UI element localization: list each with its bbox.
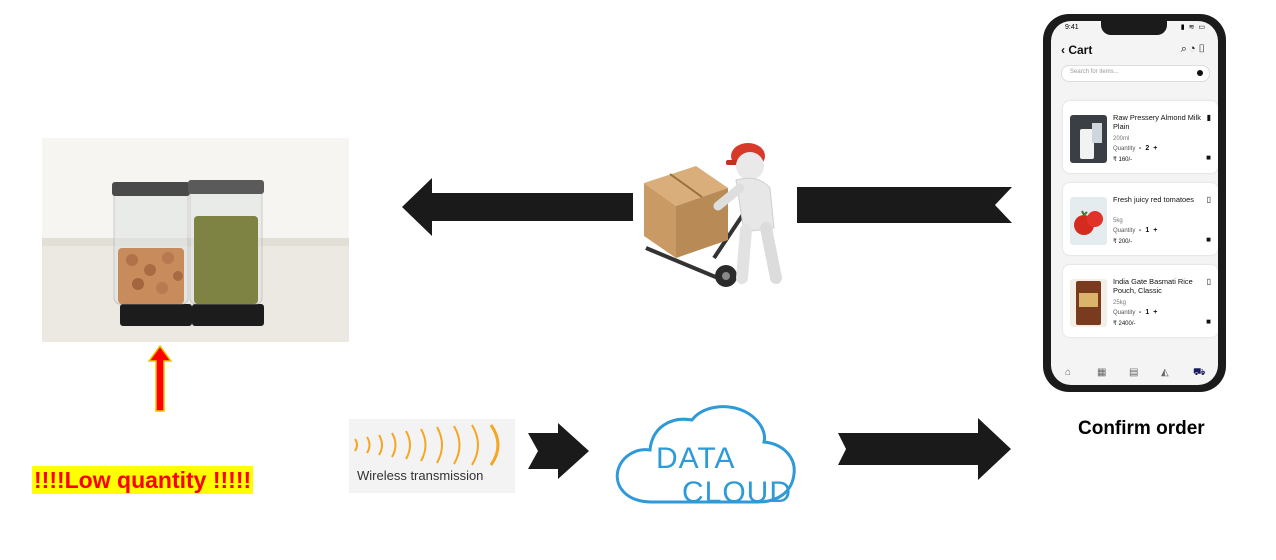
item-price: ₹ 160/- [1113,157,1133,163]
cart-item[interactable]: India Gate Basmati Rice Pouch, Classic 2… [1063,265,1218,337]
decrement-button[interactable]: - [1139,309,1142,316]
bookmark-icon[interactable]: ▯ [1206,195,1211,204]
quantity-value: 1 [1145,309,1150,316]
decrement-button[interactable]: - [1139,145,1142,152]
page-title: Cart [1068,43,1093,57]
banner-arrow-icon [797,187,1012,223]
quantity-label: Quantity [1113,146,1136,152]
bookmark-icon[interactable]: ▯ [1197,43,1208,55]
item-name: India Gate Basmati Rice Pouch, Classic [1113,277,1193,295]
phone-cart-screen: 9:41 ▮ ≋ ▭ ‹ Cart ⌕◔▯ Search for items..… [1041,14,1230,394]
wireless-transmission-badge: Wireless transmission [349,419,515,493]
tomato-image [1070,197,1107,245]
arrow-right-icon [838,418,1011,480]
search-placeholder: Search for items... [1070,69,1119,75]
trash-icon[interactable]: ■ [1206,317,1211,326]
wireless-signal-icon [354,424,500,466]
cloud-label-line1: DATA [656,442,736,475]
quantity-value: 1 [1145,227,1150,234]
bookmark-icon[interactable]: ▯ [1206,277,1211,286]
cart-item[interactable]: Raw Pressery Almond Milk Plain 200ml Qua… [1063,101,1218,173]
item-quantity: Quantity -1+ [1113,309,1159,316]
home-icon[interactable]: ⌂ [1065,367,1072,378]
cart-item[interactable]: Fresh juicy red tomatoes 5kg Quantity -1… [1063,183,1218,255]
search-input[interactable]: Search for items... [1061,65,1210,82]
back-chevron-icon[interactable]: ‹ [1061,43,1065,57]
serve-icon[interactable]: ◭ [1161,367,1169,378]
red-up-arrow-icon [148,345,172,412]
increment-button[interactable]: + [1153,227,1158,234]
item-price: ₹ 200/- [1113,239,1133,245]
decrement-button[interactable]: - [1139,227,1142,234]
phone-screen: 9:41 ▮ ≋ ▭ ‹ Cart ⌕◔▯ Search for items..… [1051,21,1218,385]
item-quantity: Quantity -2+ [1113,145,1159,152]
rice-image [1070,279,1107,327]
quantity-label: Quantity [1113,228,1136,234]
delivery-man-icon [644,143,782,287]
search-icon[interactable]: ⌕ [1180,43,1189,55]
header-icons: ⌕◔▯ [1181,43,1208,56]
cloud-icon [615,405,796,504]
increment-button[interactable]: + [1153,309,1158,316]
phone-frame: 9:41 ▮ ≋ ▭ ‹ Cart ⌕◔▯ Search for items..… [1043,14,1226,392]
wireless-label: Wireless transmission [357,468,484,483]
item-quantity: Quantity -1+ [1113,227,1159,234]
item-size: 25kg [1113,300,1127,306]
status-icons: ▮ ≋ ▭ [1180,24,1206,31]
list-icon[interactable]: ▤ [1129,367,1139,378]
item-size: 5kg [1113,218,1123,224]
item-name: Raw Pressery Almond Milk Plain [1113,113,1201,131]
quantity-value: 2 [1145,145,1150,152]
grid-icon[interactable]: ▦ [1097,367,1107,378]
chevron-arrow-icon [528,423,589,479]
phone-notch [1101,21,1167,35]
trash-icon[interactable]: ■ [1206,235,1211,244]
low-quantity-alert: !!!!Low quantity !!!!! [32,466,254,494]
cloud-label-line2: CLOUD [682,476,793,509]
item-size: 200ml [1113,136,1130,142]
trash-icon[interactable]: ■ [1206,153,1211,162]
confirm-order-label: Confirm order [1078,418,1205,439]
bookmark-filled-icon[interactable]: ▮ [1206,113,1211,122]
bottom-nav: ⌂ ▦ ▤ ◭ ⛟ [1051,363,1218,385]
smart-jars-photo [42,138,349,342]
increment-button[interactable]: + [1153,145,1158,152]
item-name: Fresh juicy red tomatoes [1113,195,1194,204]
item-price: ₹ 2400/- [1113,321,1136,327]
mic-icon[interactable] [1197,70,1203,76]
cart-header: ‹ Cart [1061,43,1092,57]
quantity-label: Quantity [1113,310,1136,316]
status-time: 9:41 [1065,24,1079,31]
arrow-left-icon [402,178,633,236]
notification-icon[interactable]: ◔ [1188,43,1198,55]
data-cloud: DATA CLOUD [612,400,798,509]
milk-image [1070,115,1107,163]
cart-icon[interactable]: ⛟ [1193,367,1206,378]
